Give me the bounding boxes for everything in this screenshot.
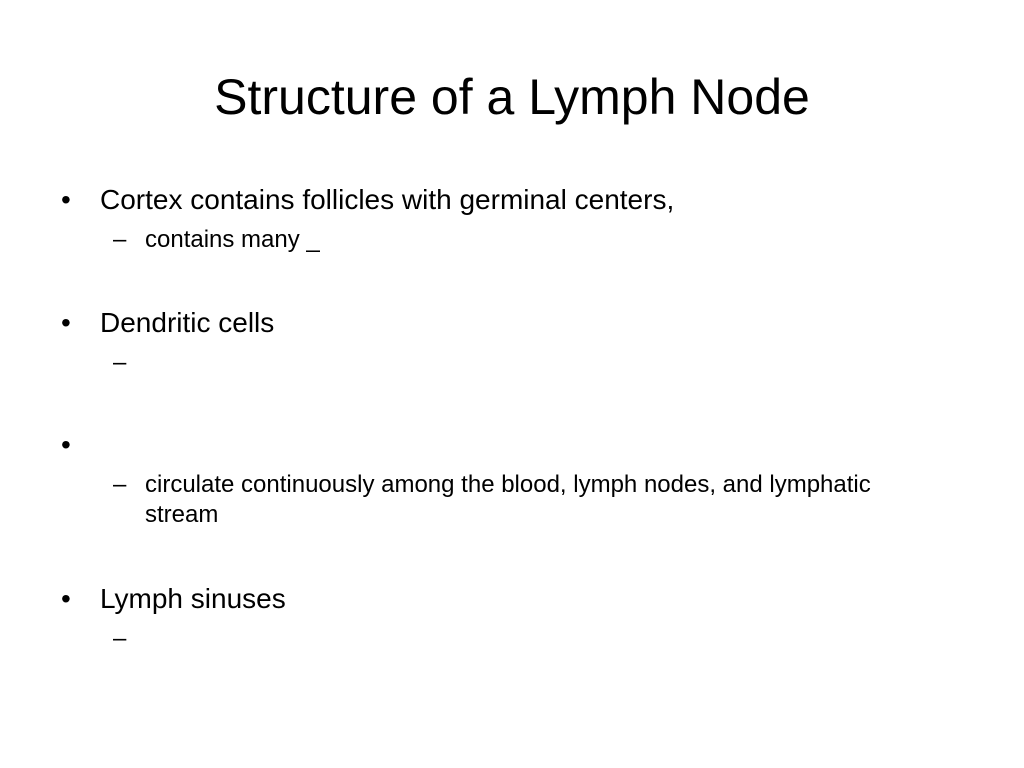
sub-bullet-marker: – bbox=[113, 349, 127, 376]
bullet-text: Cortex contains follicles with germinal … bbox=[100, 184, 675, 215]
bullet-text: Dendritic cells bbox=[100, 307, 275, 338]
sub-bullet-text: circulate continuously among the blood, … bbox=[145, 471, 871, 528]
bullet-marker: • bbox=[61, 583, 71, 614]
bullet-marker: • bbox=[61, 307, 71, 338]
sub-bullet-text: contains many _ bbox=[145, 226, 320, 253]
sub-bullet-marker: – bbox=[113, 226, 127, 253]
sub-bullet-marker: – bbox=[113, 471, 127, 498]
slide-title: Structure of a Lymph Node bbox=[214, 69, 810, 125]
bullet-marker: • bbox=[61, 429, 71, 460]
bullet-text: Lymph sinuses bbox=[100, 583, 286, 614]
bullet-marker: • bbox=[61, 184, 71, 215]
sub-bullet-marker: – bbox=[113, 625, 127, 652]
